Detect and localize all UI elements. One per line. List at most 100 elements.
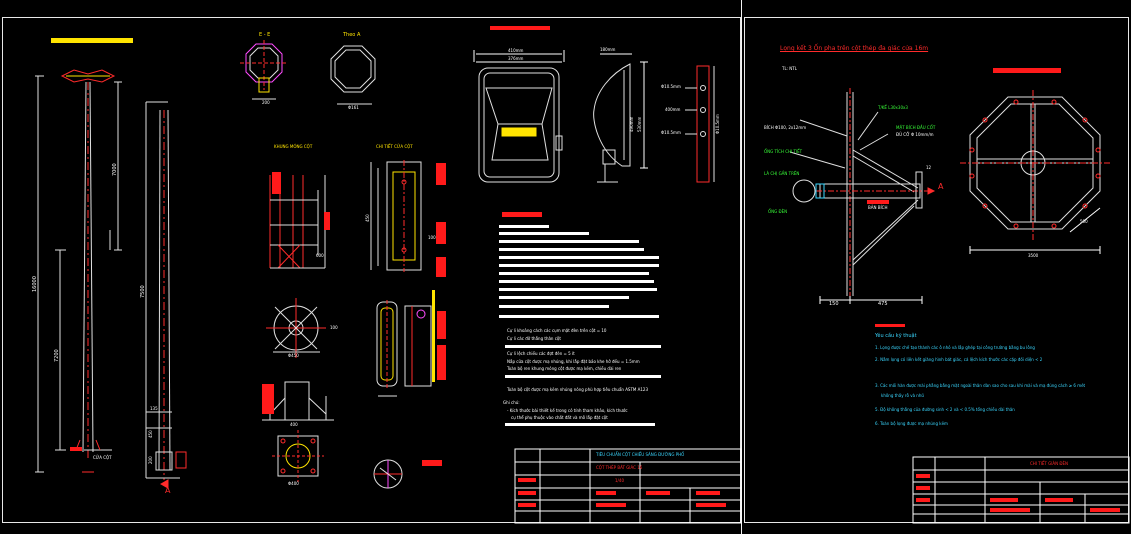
tb-fill	[1045, 498, 1073, 502]
flange-dim-top: Φ450	[288, 353, 299, 358]
view-a-dim: Φ161	[348, 105, 359, 110]
note-line	[499, 315, 659, 318]
frame-tag-1	[272, 172, 281, 194]
right-title-block-grid	[912, 456, 1130, 524]
pole-door-dim-1: 450	[365, 214, 370, 222]
note-line	[499, 256, 659, 259]
note-5: Toàn bộ ren khung móng cột được mạ kẽm, …	[507, 366, 622, 371]
note-line	[499, 240, 639, 243]
left-tb-scale: 1/40	[615, 478, 624, 483]
truss-title: Lọng kết 3 Ốn pha trên cột thép đa giác …	[780, 45, 929, 52]
lamp-height-dim-2: 530mm	[637, 116, 642, 132]
tb-fill	[916, 498, 930, 502]
note-line	[505, 423, 655, 426]
door-tag-3	[436, 257, 446, 277]
tb-fill	[518, 478, 536, 482]
truss-label-4: BÍCH Φ100, 2x12mm	[764, 125, 807, 130]
note-1: Cự li khoảng cách các cụm mặt đèn trên c…	[507, 328, 607, 333]
door-tag-4	[437, 311, 446, 339]
truss-label-7: ỐNG ĐÈN	[768, 209, 788, 214]
hinge-tag	[422, 460, 442, 466]
tb-fill	[1090, 508, 1120, 512]
truss-scale: TL: NTL	[782, 66, 797, 71]
pole-door-title: CHI TIẾT CỬA CỘT	[376, 144, 413, 149]
view-a-drawing	[330, 45, 376, 105]
bracket-dim-3: Φ10.5mm	[661, 130, 681, 135]
tb-fill	[696, 491, 720, 495]
view-a-title: Theo A	[343, 32, 361, 38]
note-2: Cự li các đỡ thẳng thân cột	[507, 336, 561, 341]
section-e-title: E - E	[259, 32, 271, 38]
pole-side-dim: 7500	[140, 285, 146, 298]
notes-heading-bar	[502, 212, 542, 217]
foundation-frame-dim: 600	[316, 253, 324, 258]
requirement-3: 3. Các mối hàn được mài phẳng bằng mặt n…	[875, 383, 1086, 388]
tb-fill	[990, 508, 1030, 512]
note-3: Cự li lệch chiều các đợt đèn = 5 ít	[507, 351, 575, 356]
bracket-dim-4: Φ10.5mm	[715, 114, 720, 134]
truss-elevation	[789, 88, 936, 304]
pole-section-mark: A	[165, 486, 171, 495]
foundation-frame-drawing	[269, 175, 326, 269]
left-tb-drawing: CỘT THÉP BÁT GIÁC 16	[596, 465, 643, 470]
truss-label-3: ĐỦ CỠ Φ 10mm/m	[896, 132, 934, 137]
truss-label-6: BẢN BÍCH	[868, 205, 888, 210]
lamp-width-dim-1: 410mm	[508, 48, 524, 53]
note-line	[499, 305, 609, 308]
truss-tag	[867, 200, 889, 204]
note-4: Nắp cửa cột được mạ nhúng, khi lắp đặt b…	[507, 359, 640, 364]
note-6: Toàn bộ cột được mạ kẽm nhúng nóng phù h…	[507, 387, 649, 392]
ghi-chu-line-1: - Kích thước bài thiết kế trong có tính …	[507, 408, 628, 413]
bracket-dim-1: Φ10.5mm	[661, 84, 681, 89]
pole-small-dim-1: 135	[150, 406, 158, 411]
plan-title-bar	[993, 68, 1061, 73]
lamp-height-dim-1: 490mm	[629, 116, 634, 132]
pole-door-drawing	[370, 160, 422, 272]
note-line	[505, 375, 661, 378]
ghi-chu-heading: Ghi chú:	[503, 400, 520, 405]
foundation-frame-title: KHUNG MÓNG CỘT	[274, 144, 313, 149]
pole-base-elevation	[262, 381, 334, 421]
note-line	[499, 296, 629, 299]
door-tag-5	[437, 345, 446, 380]
pole-door-label: CỬA CỘT	[93, 455, 112, 460]
bracket-dim-2: 400mm	[665, 107, 681, 112]
requirement-2: 2. Nắm lọng có liên kết giăng hình bát g…	[875, 357, 1043, 362]
truss-bolt-holes	[969, 99, 1101, 229]
door-tag-2	[436, 222, 446, 244]
tall-pole-elevation	[35, 69, 122, 473]
tb-fill	[916, 474, 930, 478]
note-line	[499, 280, 654, 283]
pole-marker-bar	[70, 447, 82, 451]
truss-plan-octagon	[960, 90, 1110, 254]
note-line	[499, 272, 649, 275]
pole-lower-dim: 7200	[54, 349, 60, 362]
section-e-drawing	[240, 40, 288, 100]
truss-label-5: ỐNG TÍCH CHI TIẾT	[764, 149, 803, 154]
pole-door-dim-2: 100	[428, 235, 436, 240]
tb-fill	[596, 491, 616, 495]
base-tag	[262, 384, 274, 414]
pole-small-dim-3: 200	[148, 456, 153, 464]
tb-fill	[916, 486, 930, 490]
hinge-detail-drawing	[373, 459, 403, 489]
pole-total-dim: 16000	[32, 276, 38, 292]
base-plate-plan	[272, 430, 324, 482]
truss-label-8: LÀ CHỊ GẮN TRÊN	[764, 171, 800, 176]
truss-dim-3: 12	[926, 165, 932, 170]
requirement-6: 6. Toàn bộ lọng được mạ nhúng kẽm	[875, 421, 948, 426]
section-e-dim: 200	[262, 100, 270, 105]
plan-dim: 3500	[1028, 253, 1039, 258]
requirement-1: 1. Lọng được chế tạo thành các ô nhỏ và …	[875, 345, 1035, 350]
base-dim-2: Φ400	[288, 481, 299, 486]
note-line	[499, 225, 549, 228]
tb-fill	[518, 491, 536, 495]
left-drawing-frame	[2, 17, 741, 523]
floodlight-front-view	[473, 50, 565, 183]
truss-dim-2: 475	[878, 301, 888, 307]
truss-label-1: T/KẾ L30x30x3	[878, 105, 908, 110]
tb-fill	[990, 498, 1018, 502]
ghi-chu-line-2: cụ thể phụ thuộc vào chất đất và mô lắp …	[511, 415, 608, 420]
lamp-title-bar	[490, 26, 550, 30]
